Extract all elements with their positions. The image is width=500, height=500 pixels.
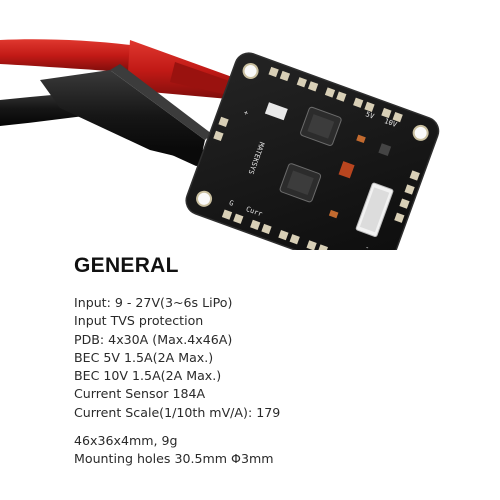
spec-current-sensor: Current Sensor 184A: [74, 386, 206, 402]
spec-bec-5v: BEC 5V 1.5A(2A Max.): [74, 349, 214, 365]
section-heading: GENERAL: [74, 254, 179, 277]
black-wire: [0, 64, 214, 166]
spec-pdb: PDB: 4x30A (Max.4x46A): [74, 331, 233, 347]
spec-list: Input: 9 - 27V(3~6s LiPo) Input TVS prot…: [74, 294, 280, 422]
silkscreen-5v: 5V: [364, 110, 375, 121]
spec-bec-10v: BEC 10V 1.5A(2A Max.): [74, 368, 222, 384]
spec-dimensions: 46x36x4mm, 9g: [74, 433, 178, 448]
spec-current-scale: Current Scale(1/10th mV/A): 179: [74, 404, 281, 420]
spec-input-voltage: Input: 9 - 27V(3~6s LiPo): [74, 295, 233, 310]
silkscreen-minus: -: [364, 243, 371, 250]
product-photo: MATEKSYS 5V 10V Curr G + -: [0, 39, 440, 250]
pcb-board: MATEKSYS 5V 10V Curr G + -: [185, 52, 440, 250]
spec-mounting-holes: Mounting holes 30.5mm Φ3mm: [74, 451, 274, 467]
silkscreen-plus: +: [243, 109, 250, 118]
physical-spec-list: 46x36x4mm, 9g Mounting holes 30.5mm Φ3mm: [74, 432, 274, 469]
spec-tvs-protection: Input TVS protection: [74, 313, 204, 329]
silkscreen-g: G: [228, 199, 235, 208]
